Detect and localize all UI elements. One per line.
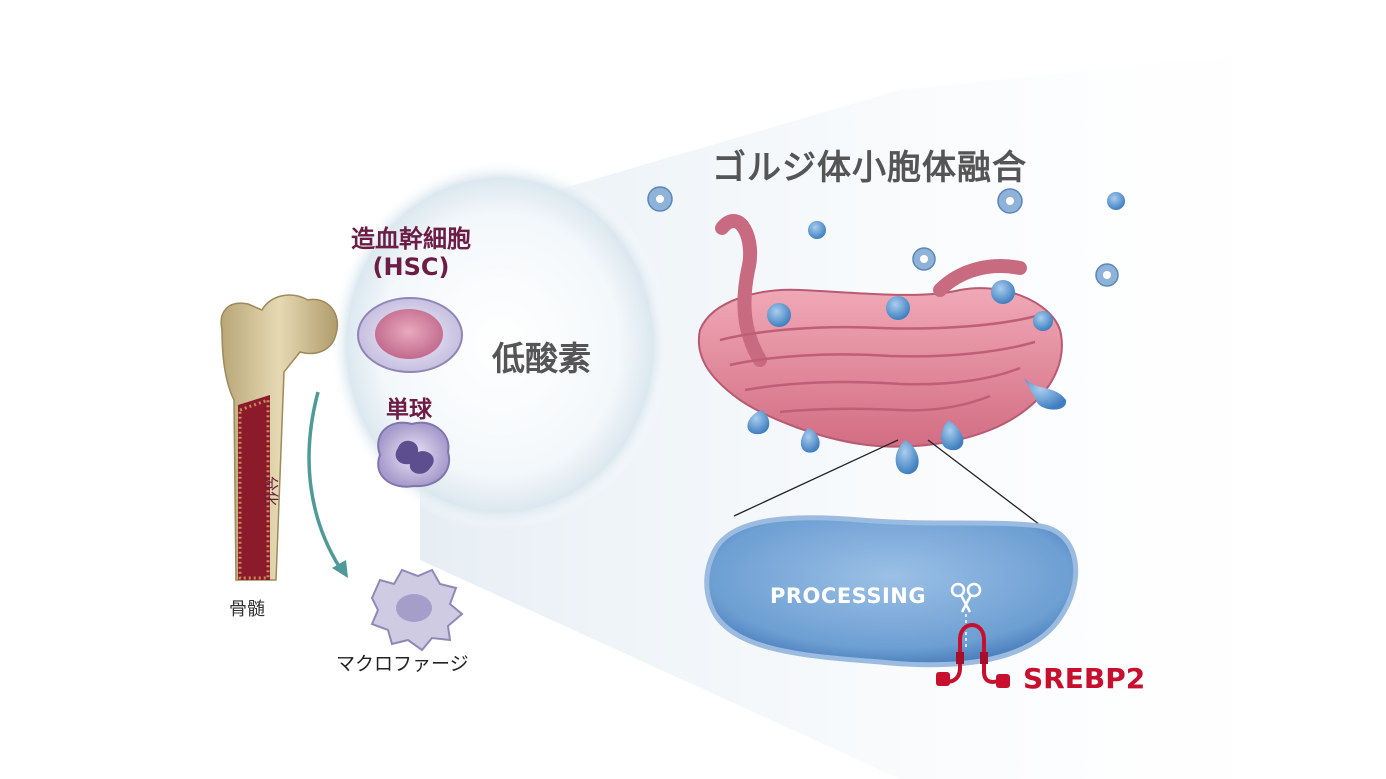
hypoxia-label: 低酸素: [492, 339, 591, 378]
hsc-abbr: (HSC): [372, 252, 450, 281]
differentiation-arrowhead: [332, 560, 348, 578]
golgi-icon: [697, 214, 1063, 448]
processing-label: PROCESSING: [770, 584, 927, 608]
vesicle-ring-holes: [656, 195, 1111, 279]
zoom-line-right: [927, 439, 1041, 526]
hsc-cell-icon: [357, 297, 463, 373]
srebp2-domain-left: [936, 672, 950, 686]
zoom-line-left: [733, 439, 899, 517]
hsc-name: 造血幹細胞: [351, 225, 471, 253]
macrophage-label: マクロファージ: [336, 653, 469, 675]
bone-marrow-label: 骨髄: [229, 599, 265, 620]
scissors-icon: [950, 582, 982, 613]
monocyte-label: 単球: [386, 397, 432, 423]
golgi-er-fusion-title: ゴルジ体小胞体融合: [712, 148, 1027, 188]
srebp2-domain-right: [996, 674, 1010, 688]
vesicle-icon: [747, 192, 1125, 475]
differentiation-label: 分化: [262, 476, 280, 507]
srebp2-label: SREBP2: [1023, 662, 1146, 695]
hsc-label: 造血幹細胞 (HSC): [346, 225, 476, 281]
monocyte-icon: [377, 421, 451, 488]
er-vesicle-icon: [704, 515, 1079, 668]
differentiation-arrow: [307, 391, 342, 569]
bone-icon: [220, 294, 339, 581]
srebp2-membrane-right: [980, 652, 988, 664]
macrophage-icon: [370, 568, 464, 652]
srebp2-membrane-left: [956, 652, 964, 664]
